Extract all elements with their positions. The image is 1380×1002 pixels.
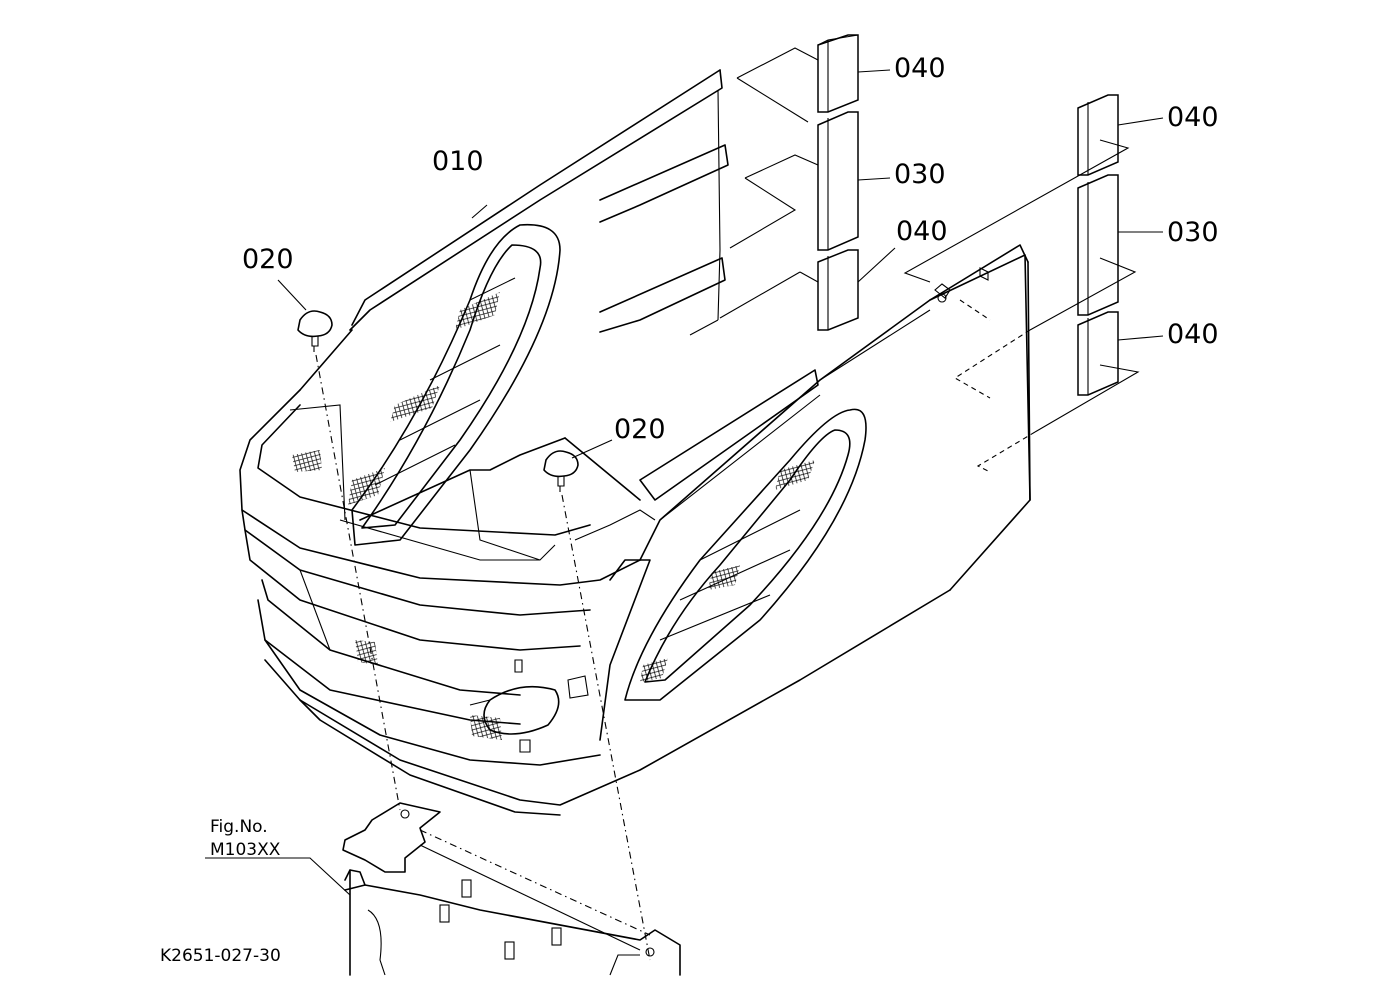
pad-top-right (1077, 94, 1119, 176)
leader-010 (471, 204, 488, 219)
callout-030-right: 030 (1167, 217, 1219, 248)
leader-020-right (571, 439, 613, 459)
drawing-code: K2651-027-30 (160, 946, 281, 966)
callout-040-top-right: 040 (1167, 102, 1219, 133)
knob-right (543, 450, 579, 492)
knob-left-axis (315, 354, 401, 811)
bonnet-assembly (239, 69, 1031, 816)
callout-040-top-left: 040 (894, 53, 946, 84)
frame-reference (205, 802, 681, 976)
fig-label: Fig.No. (210, 817, 268, 837)
callout-010: 010 (432, 146, 484, 177)
pad-top-left (817, 34, 859, 113)
pad-mid-right (1077, 174, 1119, 316)
callout-030-left: 030 (894, 159, 946, 190)
knob-left (297, 310, 333, 352)
callout-020-left: 020 (242, 244, 294, 275)
knob-right-axis (561, 494, 651, 961)
pad-mid-left (817, 111, 859, 251)
callout-020-right: 020 (614, 414, 666, 445)
leader-020-left (277, 279, 307, 311)
callout-040-bot-left: 040 (896, 216, 948, 247)
pad-bot-right (1077, 311, 1119, 396)
callout-040-bot-right: 040 (1167, 319, 1219, 350)
pad-bot-left (817, 249, 859, 331)
fig-number: M103XX (210, 840, 281, 860)
